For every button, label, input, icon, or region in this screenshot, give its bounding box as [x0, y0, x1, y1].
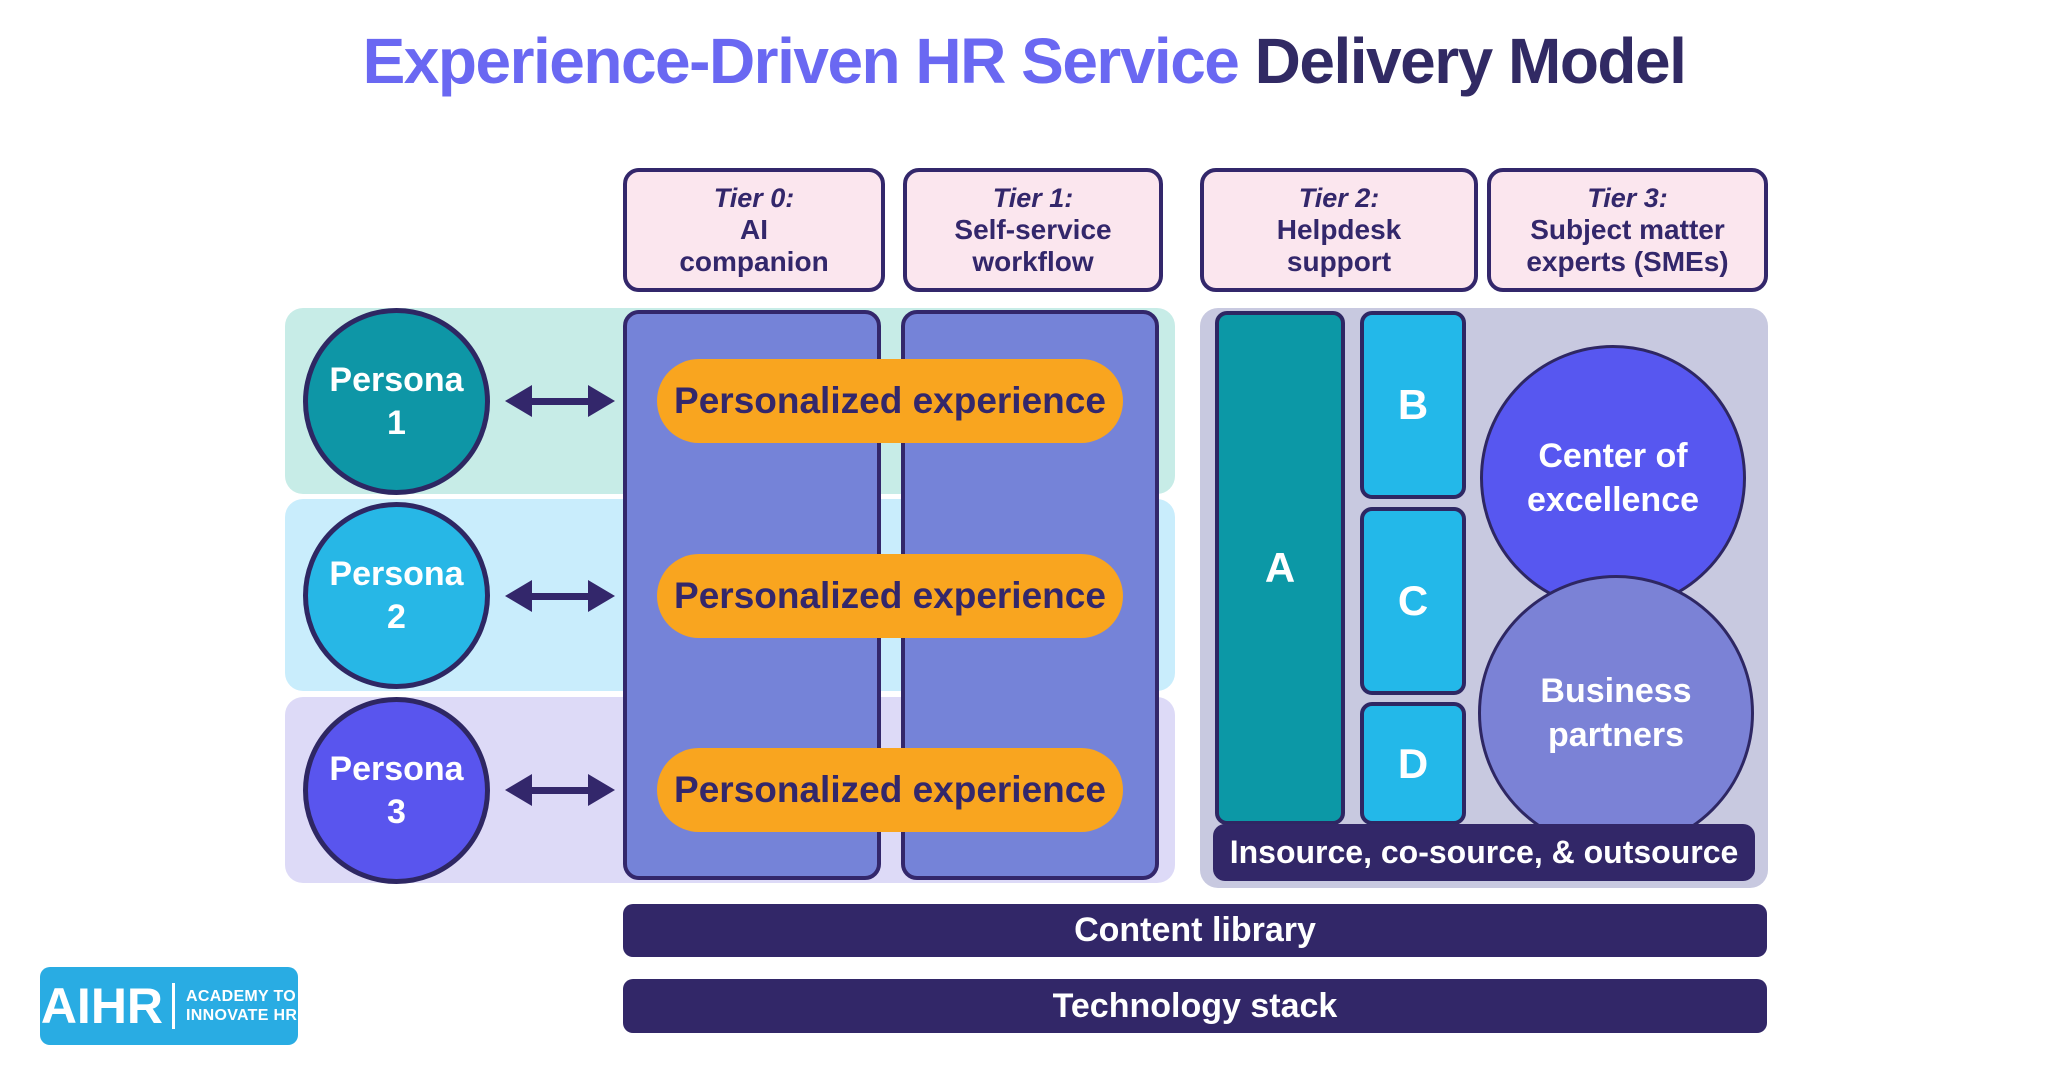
- helpdesk-box-b: B: [1360, 311, 1466, 499]
- double-arrow-icon: [505, 579, 615, 613]
- helpdesk-box-a: A: [1215, 311, 1345, 825]
- arrow-left-head: [505, 774, 532, 806]
- arrow-left-head: [505, 385, 532, 417]
- tier1-header: Tier 1: Self-service workflow: [903, 168, 1163, 292]
- arrow-right-head: [588, 580, 615, 612]
- logo-divider: [172, 983, 176, 1029]
- arrow-shaft: [532, 397, 588, 405]
- personalized-experience-pill-2: Personalized experience: [657, 554, 1123, 638]
- business-partners-circle: Business partners: [1478, 575, 1754, 851]
- double-arrow-icon: [505, 384, 615, 418]
- tier2-name: Helpdesk support: [1276, 214, 1402, 278]
- page-title: Experience-Driven HR Service Delivery Mo…: [0, 24, 2048, 98]
- personalized-experience-pill-3: Personalized experience: [657, 748, 1123, 832]
- content-library-bar: Content library: [623, 904, 1767, 957]
- helpdesk-box-c: C: [1360, 507, 1466, 695]
- page-title-rest: Delivery Model: [1238, 25, 1687, 97]
- arrow-left-head: [505, 580, 532, 612]
- tier1-name: Self-service workflow: [954, 214, 1112, 278]
- arrow-right-head: [588, 385, 615, 417]
- tier0-label: Tier 0:: [713, 182, 795, 213]
- personalized-experience-pill-1: Personalized experience: [657, 359, 1123, 443]
- tier0-header: Tier 0: AI companion: [623, 168, 885, 292]
- aihr-logo-wordmark: AIHR: [40, 978, 164, 1034]
- persona1-circle: Persona 1: [303, 308, 490, 495]
- arrow-right-head: [588, 774, 615, 806]
- tier3-label: Tier 3:: [1587, 182, 1668, 213]
- tier2-label: Tier 2:: [1298, 182, 1380, 213]
- technology-stack-bar: Technology stack: [623, 979, 1767, 1033]
- aihr-logo-tagline: ACADEMY TO INNOVATE HR: [186, 987, 298, 1024]
- tier3-name: Subject matter experts (SMEs): [1526, 214, 1729, 278]
- aihr-logo: AIHR ACADEMY TO INNOVATE HR: [40, 967, 298, 1045]
- tier1-label: Tier 1:: [992, 182, 1074, 213]
- insource-bar: Insource, co-source, & outsource: [1213, 824, 1755, 881]
- helpdesk-box-d: D: [1360, 702, 1466, 825]
- persona2-circle: Persona 2: [303, 502, 490, 689]
- arrow-shaft: [532, 592, 588, 600]
- arrow-shaft: [532, 786, 588, 794]
- tier2-header: Tier 2: Helpdesk support: [1200, 168, 1478, 292]
- page-title-accent: Experience-Driven HR Service: [362, 25, 1240, 97]
- tier3-header: Tier 3: Subject matter experts (SMEs): [1487, 168, 1768, 292]
- persona3-circle: Persona 3: [303, 697, 490, 884]
- double-arrow-icon: [505, 773, 615, 807]
- center-of-excellence-circle: Center of excellence: [1480, 345, 1746, 611]
- tier0-name: AI companion: [679, 214, 829, 278]
